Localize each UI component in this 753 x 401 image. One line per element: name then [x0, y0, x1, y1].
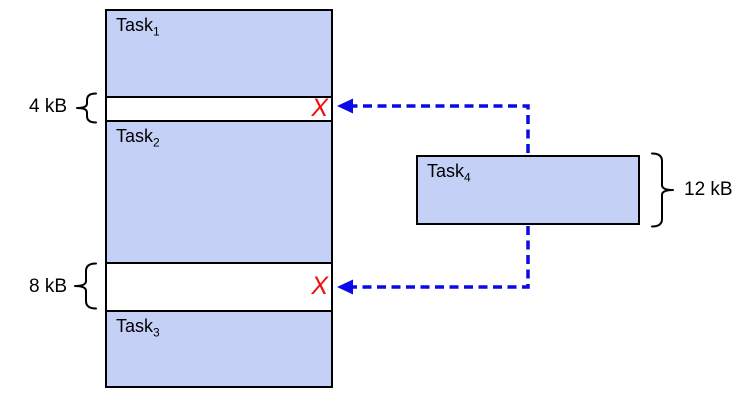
gap-size-label-4kb: 4 kB [28, 96, 67, 117]
gap-size-label-8kb: 8 kB [28, 276, 67, 297]
task3-block: Task3 [107, 312, 331, 386]
dashed-arrow-to-8kb-gap [352, 226, 530, 289]
free-gap-4kb: X [107, 94, 331, 122]
arrowhead-left-icon [337, 279, 353, 295]
incoming-task4-box: Task4 [416, 155, 640, 225]
brace-12kb-icon [651, 152, 674, 228]
arrowhead-left-icon [337, 98, 353, 114]
task3-label: Task3 [116, 316, 160, 340]
free-gap-8kb: X [107, 264, 331, 312]
brace-8kb-icon [74, 262, 97, 310]
task2-block: Task2 [107, 122, 331, 264]
dashed-arrow-to-4kb-gap [352, 104, 530, 153]
task4-size-label-12kb: 12 kB [684, 179, 733, 200]
reject-x-icon: X [311, 272, 328, 300]
memory-column: Task1 X Task2 X Task3 [105, 9, 333, 388]
task2-label: Task2 [116, 126, 160, 150]
task1-block: Task1 [107, 11, 331, 98]
task1-label: Task1 [116, 15, 160, 39]
reject-x-icon: X [311, 94, 328, 122]
brace-4kb-icon [76, 92, 97, 124]
task4-label: Task4 [427, 161, 471, 185]
